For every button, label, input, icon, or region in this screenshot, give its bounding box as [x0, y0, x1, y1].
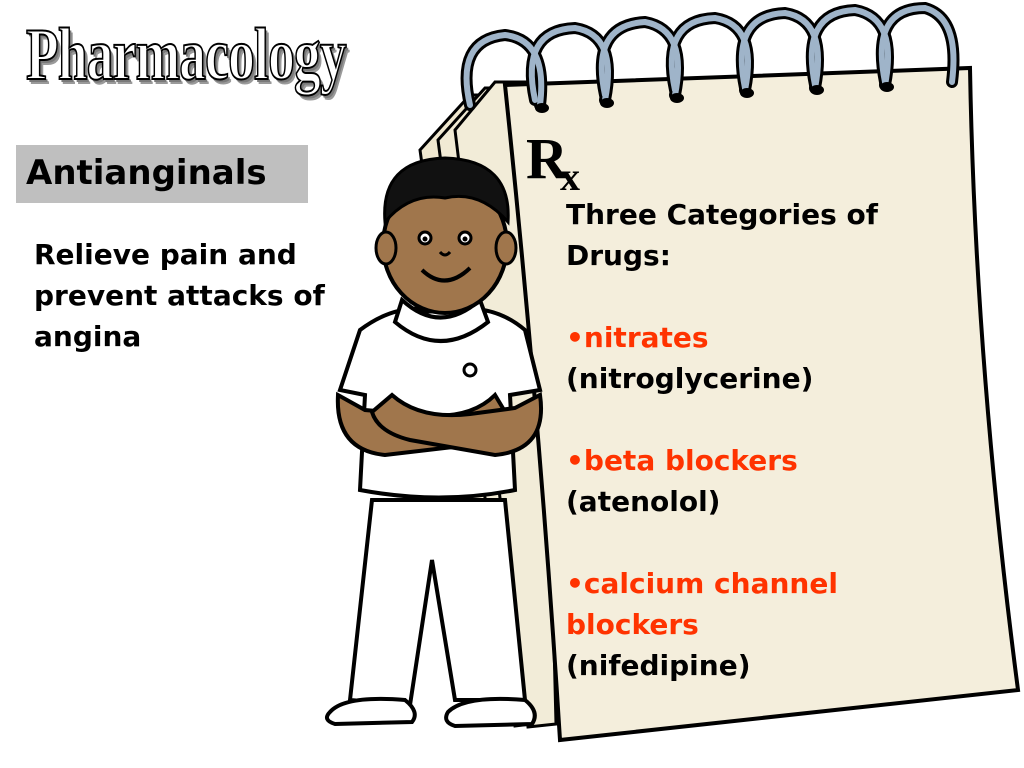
- category-example: (atenolol): [566, 485, 721, 518]
- categories-heading: Three Categories of Drugs:: [566, 198, 878, 272]
- section-label: Antianginals: [26, 153, 267, 193]
- svg-text:R: R: [526, 128, 569, 191]
- description-text: Relieve pain and prevent attacks of angi…: [34, 238, 325, 353]
- category-name: •beta blockers: [566, 444, 798, 477]
- category-name: •nitrates: [566, 321, 709, 354]
- rx-icon: R x: [526, 128, 580, 194]
- category-name: •calcium channel blockers: [566, 567, 838, 641]
- drug-categories: Three Categories of Drugs: •nitrates (ni…: [566, 194, 966, 686]
- category-example: (nitroglycerine): [566, 362, 814, 395]
- svg-text:x: x: [560, 154, 580, 194]
- category-example: (nifedipine): [566, 649, 751, 682]
- section-label-box: Antianginals: [16, 145, 308, 203]
- slide-title: Pharmacology: [25, 14, 347, 96]
